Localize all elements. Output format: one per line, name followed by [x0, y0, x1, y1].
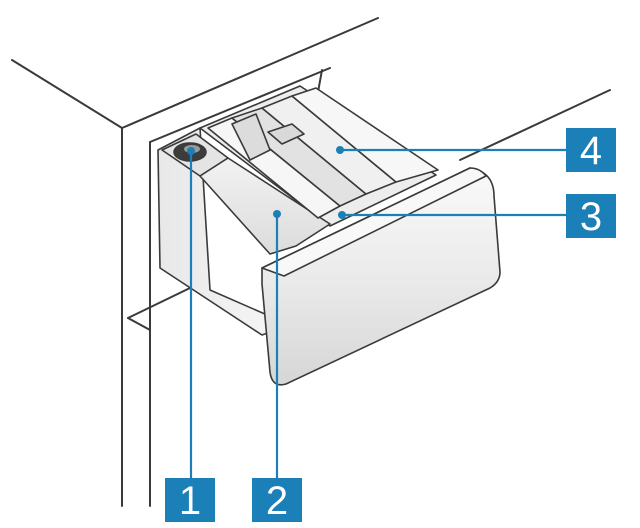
callout-3: 3	[566, 194, 616, 239]
opening-top-edge	[149, 67, 331, 143]
callout-3-label: 3	[580, 195, 602, 239]
compartment-4-tray	[291, 87, 439, 183]
callout-4-label: 4	[580, 129, 602, 173]
lower-panel-edge-2	[127, 317, 151, 331]
leader-lines	[189, 148, 566, 478]
callout-2-box	[252, 478, 302, 522]
callout-4: 4	[566, 128, 616, 173]
callout-2-label: 2	[266, 479, 288, 523]
callout-4-box	[566, 128, 616, 172]
callout-3-box	[566, 194, 616, 238]
lower-panel-edge	[127, 287, 191, 319]
callout-2: 2	[252, 478, 302, 523]
drawer-front-panel	[261, 167, 501, 386]
machine-housing	[11, 17, 611, 507]
inner-tab	[267, 123, 305, 145]
housing-right-edge	[459, 89, 611, 161]
callout-1: 1	[165, 478, 215, 523]
leader-dots	[187, 146, 346, 219]
siphon-cap	[231, 113, 271, 161]
leader-dot-3	[338, 211, 346, 219]
callout-1-label: 1	[179, 479, 201, 523]
drawer-front-top-face	[261, 167, 487, 277]
compartment-2-tray	[199, 157, 331, 255]
opening-right-line	[317, 69, 323, 93]
leader-dot-1	[187, 147, 195, 155]
leader-dot-4	[336, 146, 344, 154]
callout-1-box	[165, 478, 215, 522]
detergent-drawer	[157, 85, 501, 386]
leader-dot-2	[273, 210, 281, 218]
